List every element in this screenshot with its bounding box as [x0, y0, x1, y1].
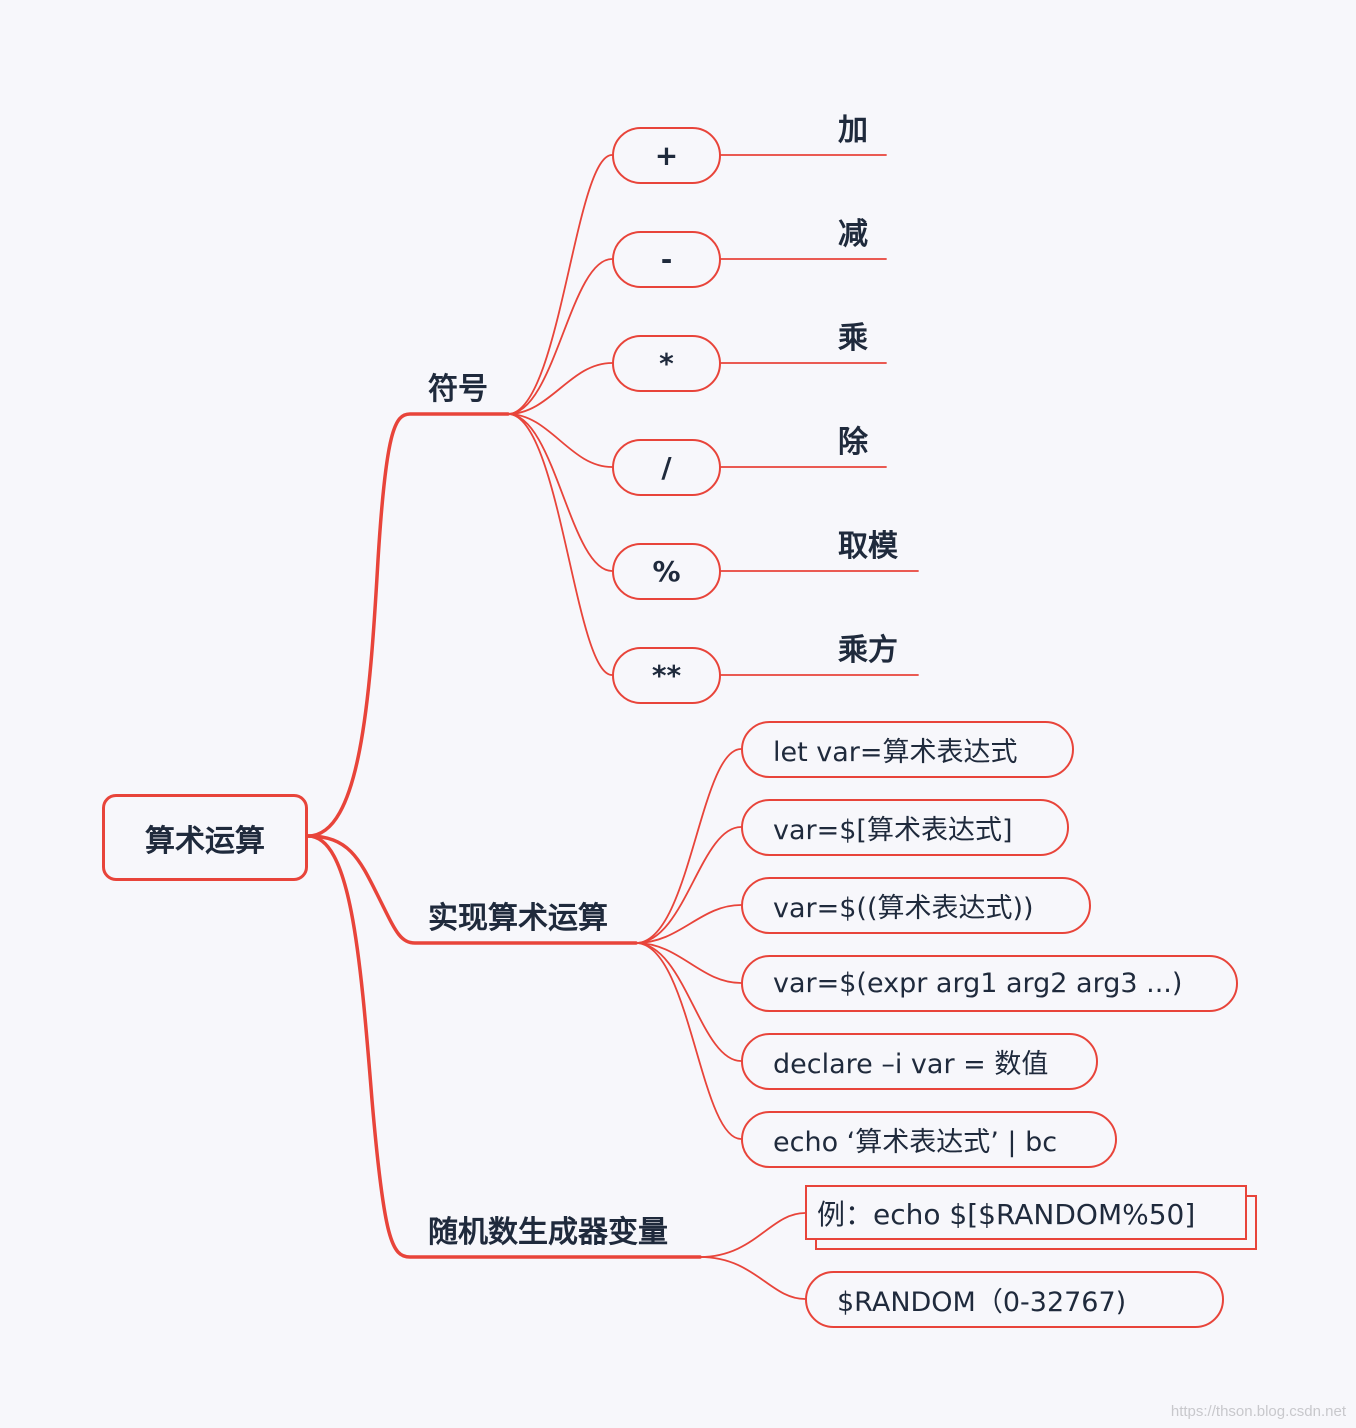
symbol-text: % — [652, 555, 681, 588]
connector-symbol-power — [507, 413, 613, 676]
connector-impl-6 — [635, 942, 742, 1140]
random-example-node[interactable]: 例：echo $[$RANDOM%50] — [805, 1185, 1247, 1240]
meaning-minus[interactable]: 减 — [838, 217, 868, 252]
connector-impl-4 — [635, 942, 742, 984]
connector-impl-3 — [635, 904, 742, 944]
connector-impl-5 — [635, 942, 742, 1062]
random-range-node[interactable]: $RANDOM（0-32767) — [805, 1271, 1224, 1328]
impl-node-bc[interactable]: echo ‘算术表达式’ | bc — [741, 1111, 1117, 1168]
connector-symbol-mod — [507, 413, 613, 572]
watermark: https://thson.blog.csdn.net — [1170, 1403, 1346, 1420]
connector-symbol-minus — [507, 258, 613, 415]
symbol-text: / — [661, 451, 672, 484]
symbol-node-plus[interactable]: + — [612, 127, 721, 184]
impl-text: let var=算术表达式 — [773, 737, 1018, 768]
branch-implementation-label[interactable]: 实现算术运算 — [428, 901, 608, 936]
connector-random-example — [699, 1212, 806, 1258]
root-label: 算术运算 — [145, 823, 265, 859]
meaning-divide[interactable]: 除 — [838, 425, 868, 460]
symbol-text: ** — [651, 659, 682, 692]
random-range-text: $RANDOM（0-32767) — [837, 1287, 1127, 1318]
meaning-times[interactable]: 乘 — [838, 321, 868, 356]
symbol-node-power[interactable]: ** — [612, 647, 721, 704]
impl-text: var=$[算术表达式] — [773, 815, 1013, 846]
symbol-node-minus[interactable]: - — [612, 231, 721, 288]
branch-random-label[interactable]: 随机数生成器变量 — [428, 1215, 668, 1250]
root-node[interactable]: 算术运算 — [102, 794, 308, 881]
impl-node-double-paren[interactable]: var=$((算术表达式)) — [741, 877, 1091, 934]
connector-root-implementation — [306, 834, 638, 945]
connector-root-symbols — [306, 412, 510, 838]
symbol-text: + — [654, 139, 679, 172]
connector-symbol-divide — [507, 413, 613, 468]
connector-symbol-plus — [507, 154, 613, 415]
meaning-mod[interactable]: 取模 — [838, 529, 898, 564]
symbol-node-mod[interactable]: % — [612, 543, 721, 600]
meaning-plus[interactable]: 加 — [838, 113, 868, 148]
impl-text: echo ‘算术表达式’ | bc — [773, 1127, 1058, 1158]
impl-node-let[interactable]: let var=算术表达式 — [741, 721, 1074, 778]
random-example-text: 例：echo $[$RANDOM%50] — [817, 1197, 1196, 1231]
symbol-node-divide[interactable]: / — [612, 439, 721, 496]
symbol-text: * — [659, 347, 674, 380]
connector-impl-1 — [635, 748, 742, 944]
connector-symbol-times — [507, 362, 613, 415]
connector-root-random — [306, 834, 702, 1259]
branch-symbols-label[interactable]: 符号 — [428, 372, 488, 407]
symbol-text: - — [660, 243, 673, 276]
meaning-power[interactable]: 乘方 — [838, 633, 898, 668]
impl-text: var=$(expr arg1 arg2 arg3 ...) — [773, 968, 1183, 999]
impl-text: declare –i var = 数值 — [773, 1049, 1049, 1080]
impl-node-bracket[interactable]: var=$[算术表达式] — [741, 799, 1069, 856]
impl-node-declare[interactable]: declare –i var = 数值 — [741, 1033, 1098, 1090]
connector-impl-2 — [635, 826, 742, 944]
impl-text: var=$((算术表达式)) — [773, 893, 1034, 924]
impl-node-expr[interactable]: var=$(expr arg1 arg2 arg3 ...) — [741, 955, 1238, 1012]
connector-random-range — [699, 1256, 806, 1300]
symbol-node-times[interactable]: * — [612, 335, 721, 392]
